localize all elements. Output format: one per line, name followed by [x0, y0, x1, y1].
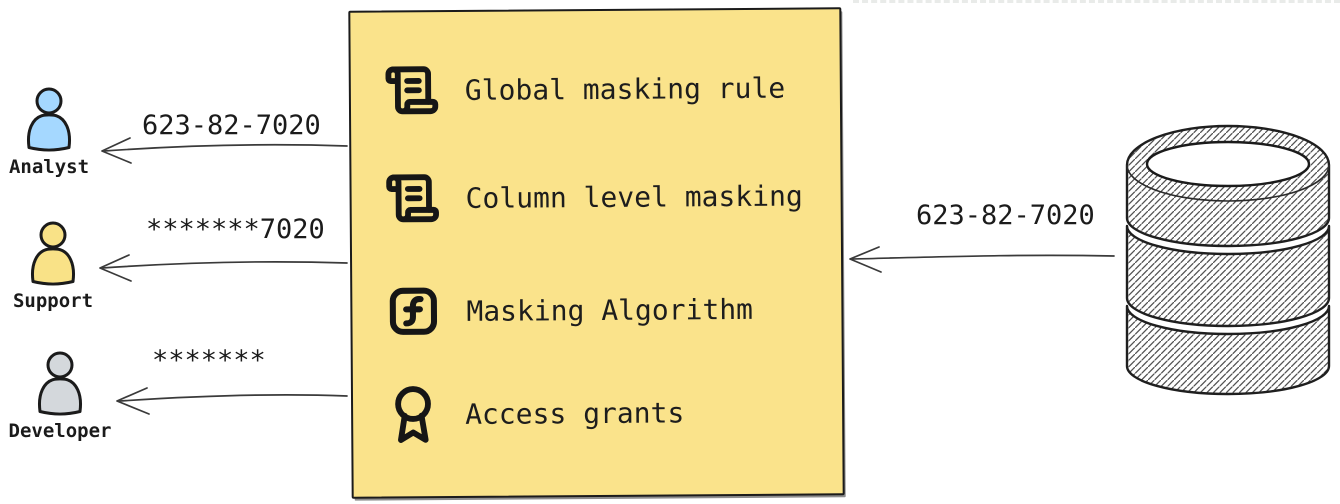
database-cylinder [1125, 124, 1331, 396]
actor-label-support: Support [12, 290, 94, 312]
scroll-icon [385, 66, 439, 115]
data-label-analyst: 623-82-7020 [142, 110, 321, 141]
arrow-to-analyst [101, 137, 348, 164]
frame-edge-dashed-line [853, 0, 1340, 3]
arrow-to-support [99, 254, 348, 282]
rule-label: Column level masking [465, 179, 803, 215]
actor-support: Support [10, 220, 96, 312]
database-icon [1122, 120, 1334, 402]
person-icon [30, 221, 76, 286]
masking-rules-box: Global masking rule Column level masking… [348, 7, 845, 499]
actor-analyst: Analyst [6, 86, 92, 178]
rule-row-access-grants: Access grants [385, 376, 685, 450]
rule-row-global-masking: Global masking rule [383, 60, 786, 119]
arrow-to-developer [116, 387, 348, 415]
rule-row-column-masking: Column level masking [383, 168, 803, 227]
data-label-support: *******7020 [146, 214, 325, 245]
arrow-db-to-box [849, 246, 1115, 273]
rule-label: Access grants [465, 395, 685, 431]
rule-row-masking-algorithm: Masking Algorithm [384, 280, 753, 341]
actor-label-analyst: Analyst [8, 156, 90, 178]
function-square-icon [389, 287, 438, 335]
data-label-database: 623-82-7020 [916, 200, 1095, 231]
rule-label: Global masking rule [464, 71, 786, 107]
actor-label-developer: Developer [8, 420, 112, 442]
award-icon [395, 386, 431, 443]
scroll-icon [386, 174, 439, 223]
actor-developer: Developer [9, 350, 111, 442]
person-icon [37, 351, 83, 416]
data-label-developer: ******* [152, 345, 266, 376]
rule-label: Masking Algorithm [466, 292, 754, 328]
person-icon [26, 87, 72, 152]
